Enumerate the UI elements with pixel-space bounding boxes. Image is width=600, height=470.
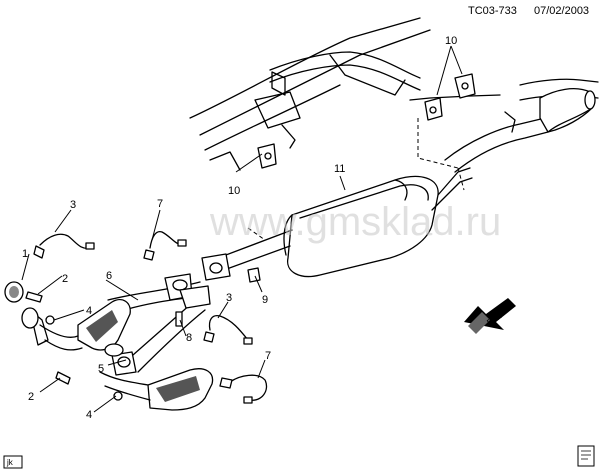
callout-2-lower: 2 [28,391,34,403]
stud [25,291,71,385]
nut-9 [247,267,261,283]
callout-3-lower: 3 [226,292,232,304]
callout-4-lower: 4 [86,409,92,421]
exhaust-hanger-rear [424,73,476,121]
callout-10-lower: 10 [228,185,240,197]
corner-label: jk [6,458,14,467]
catalytic-converter-left [21,299,131,351]
callout-7-lower: 7 [265,350,271,362]
intermediate-pipe [201,229,293,281]
leader-lines [21,45,463,413]
front-direction-arrow: FRT [464,298,516,334]
callout-1: 1 [22,248,28,260]
callout-11: 11 [334,163,345,175]
callout-2-upper: 2 [62,273,68,285]
document-icon [577,445,595,467]
oxygen-sensor-lower-right [219,374,268,404]
vehicle-frame [189,17,599,171]
catalytic-converter-right [99,343,214,411]
corner-box-left: jk [3,455,23,469]
callout-9: 9 [262,294,268,306]
callout-7-upper: 7 [157,198,163,210]
diagram-code: TC03-733 [468,5,517,17]
oxygen-sensor-lower-mid [203,314,253,345]
gasket [4,281,24,303]
watermark: www.gmsklad.ru [209,200,501,244]
callout-3-upper: 3 [70,199,76,211]
exhaust-hanger-front [257,143,277,169]
oxygen-sensor-upper-mid [143,230,187,261]
tail-pipe [444,88,596,173]
muffler [283,167,473,278]
alignment-line [417,118,459,169]
diagram-date: 07/02/2003 [534,5,589,17]
callout-5: 5 [98,363,104,375]
callout-6: 6 [106,270,112,282]
callout-4-upper: 4 [86,305,92,317]
callout-10-upper: 10 [445,35,457,47]
callout-8: 8 [186,332,192,344]
oxygen-sensor-upper-left [33,233,95,259]
